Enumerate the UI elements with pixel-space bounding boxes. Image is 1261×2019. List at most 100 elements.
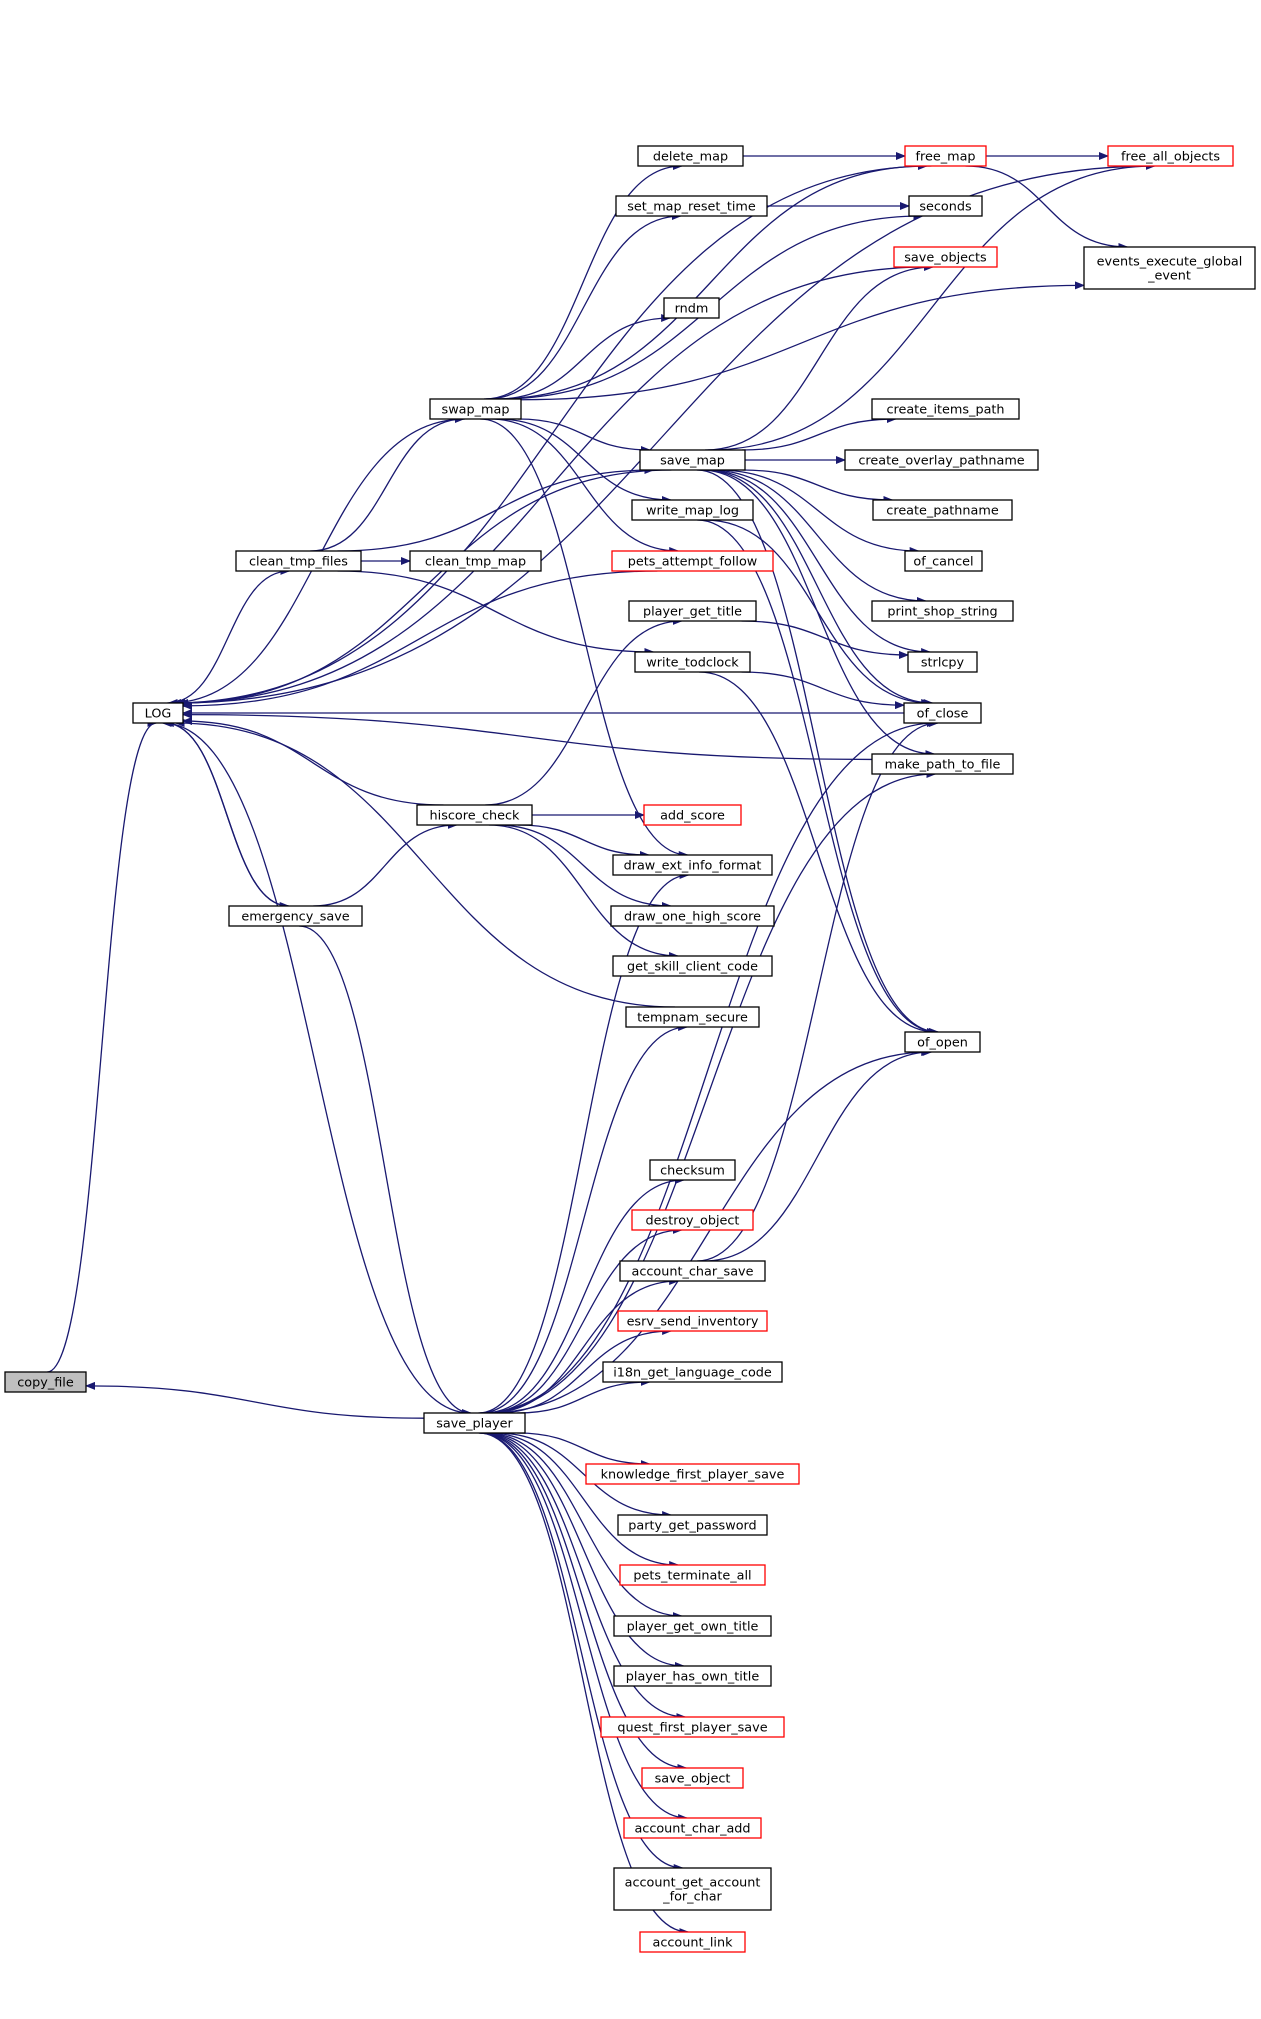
node-set-map-reset-time[interactable]: set_map_reset_time — [615, 195, 768, 217]
node-hiscore-check[interactable]: hiscore_check — [416, 804, 533, 826]
node-box[interactable] — [641, 1767, 744, 1789]
node-box[interactable] — [904, 145, 987, 167]
node-rndm[interactable]: rndm — [663, 297, 720, 319]
node-box[interactable] — [602, 1361, 783, 1383]
node-emergency-save[interactable]: emergency_save — [228, 905, 363, 927]
node-party-get-password[interactable]: party_get_password — [617, 1514, 768, 1536]
node-create-items-path[interactable]: create_items_path — [871, 398, 1020, 420]
node-box[interactable] — [416, 804, 533, 826]
node-box[interactable] — [610, 905, 775, 927]
node-pets-attempt-follow[interactable]: pets_attempt_follow — [611, 550, 774, 572]
node-save-player[interactable]: save_player — [423, 1412, 526, 1434]
node-checksum[interactable]: checksum — [649, 1159, 736, 1181]
node-box[interactable] — [639, 449, 746, 471]
node-box[interactable] — [631, 499, 754, 521]
node-save-object[interactable]: save_object — [641, 1767, 744, 1789]
node-box[interactable] — [600, 1716, 785, 1738]
node-player-get-own-title[interactable]: player_get_own_title — [613, 1615, 772, 1637]
node-print-shop-string[interactable]: print_shop_string — [871, 600, 1014, 622]
node-copy-file[interactable]: copy_file — [4, 1371, 87, 1393]
node-box[interactable] — [871, 753, 1014, 775]
node-box[interactable] — [617, 1310, 768, 1332]
node-draw-one-high-score[interactable]: draw_one_high_score — [610, 905, 775, 927]
node-of-close[interactable]: of_close — [903, 702, 982, 724]
node-strlcpy[interactable]: strlcpy — [907, 651, 978, 673]
node-destroy-object[interactable]: destroy_object — [631, 1209, 754, 1231]
node-box[interactable] — [613, 1867, 772, 1911]
node-pets-terminate-all[interactable]: pets_terminate_all — [619, 1564, 766, 1586]
node-box[interactable] — [613, 1665, 772, 1687]
node-box[interactable] — [4, 1371, 87, 1393]
node-box[interactable] — [1083, 246, 1256, 290]
node-box[interactable] — [617, 1514, 768, 1536]
node-box[interactable] — [611, 550, 774, 572]
node-create-overlay-pathname[interactable]: create_overlay_pathname — [844, 449, 1039, 471]
node-box[interactable] — [585, 1463, 800, 1485]
node-player-has-own-title[interactable]: player_has_own_title — [613, 1665, 772, 1687]
node-make-path-to-file[interactable]: make_path_to_file — [871, 753, 1014, 775]
node-box[interactable] — [871, 398, 1020, 420]
node-box[interactable] — [872, 499, 1013, 521]
node-box[interactable] — [643, 804, 742, 826]
node-write-map-log[interactable]: write_map_log — [631, 499, 754, 521]
node-box[interactable] — [907, 651, 978, 673]
node-clean-tmp-map[interactable]: clean_tmp_map — [409, 550, 542, 572]
node-free-all-objects[interactable]: free_all_objects — [1107, 145, 1234, 167]
node-box[interactable] — [904, 1031, 981, 1053]
node-box[interactable] — [132, 702, 184, 724]
node-draw-ext-info-format[interactable]: draw_ext_info_format — [612, 854, 773, 876]
node-write-todclock[interactable]: write_todclock — [634, 651, 751, 673]
node-box[interactable] — [612, 854, 773, 876]
node-box[interactable] — [429, 398, 522, 420]
node-box[interactable] — [625, 1006, 760, 1028]
node-account-get-account-for-char[interactable]: account_get_account_for_char — [613, 1867, 772, 1911]
node-save-map[interactable]: save_map — [639, 449, 746, 471]
node-events-execute-global-event[interactable]: events_execute_global_event — [1083, 246, 1256, 290]
node-knowledge-first-player-save[interactable]: knowledge_first_player_save — [585, 1463, 800, 1485]
node-box[interactable] — [619, 1564, 766, 1586]
node-box[interactable] — [409, 550, 542, 572]
node-box[interactable] — [637, 145, 744, 167]
node-tempnam-secure[interactable]: tempnam_secure — [625, 1006, 760, 1028]
node-add-score[interactable]: add_score — [643, 804, 742, 826]
node-box[interactable] — [908, 195, 983, 217]
node-box[interactable] — [639, 1931, 746, 1953]
node-box[interactable] — [613, 1615, 772, 1637]
node-of-cancel[interactable]: of_cancel — [904, 550, 983, 572]
node-account-char-save[interactable]: account_char_save — [619, 1260, 766, 1282]
node-clean-tmp-files[interactable]: clean_tmp_files — [235, 550, 362, 572]
node-box[interactable] — [612, 955, 773, 977]
node-delete-map[interactable]: delete_map — [637, 145, 744, 167]
node-box[interactable] — [623, 1817, 762, 1839]
node-box[interactable] — [228, 905, 363, 927]
node-box[interactable] — [631, 1209, 754, 1231]
node-box[interactable] — [1107, 145, 1234, 167]
node-account-link[interactable]: account_link — [639, 1931, 746, 1953]
node-box[interactable] — [615, 195, 768, 217]
node-player-get-title[interactable]: player_get_title — [628, 600, 757, 622]
node-box[interactable] — [649, 1159, 736, 1181]
node-box[interactable] — [844, 449, 1039, 471]
node-account-char-add[interactable]: account_char_add — [623, 1817, 762, 1839]
node-seconds[interactable]: seconds — [908, 195, 983, 217]
node-box[interactable] — [663, 297, 720, 319]
node-box[interactable] — [628, 600, 757, 622]
node-box[interactable] — [893, 246, 998, 268]
node-of-open[interactable]: of_open — [904, 1031, 981, 1053]
node-box[interactable] — [634, 651, 751, 673]
node-box[interactable] — [903, 702, 982, 724]
node-swap-map[interactable]: swap_map — [429, 398, 522, 420]
node-save-objects[interactable]: save_objects — [893, 246, 998, 268]
node-box[interactable] — [235, 550, 362, 572]
node-esrv-send-inventory[interactable]: esrv_send_inventory — [617, 1310, 768, 1332]
node-box[interactable] — [619, 1260, 766, 1282]
node-LOG[interactable]: LOG — [132, 702, 184, 724]
node-free-map[interactable]: free_map — [904, 145, 987, 167]
node-box[interactable] — [423, 1412, 526, 1434]
node-quest-first-player-save[interactable]: quest_first_player_save — [600, 1716, 785, 1738]
node-box[interactable] — [904, 550, 983, 572]
node-get-skill-client-code[interactable]: get_skill_client_code — [612, 955, 773, 977]
node-i18n-get-language-code[interactable]: i18n_get_language_code — [602, 1361, 783, 1383]
node-box[interactable] — [871, 600, 1014, 622]
node-create-pathname[interactable]: create_pathname — [872, 499, 1013, 521]
